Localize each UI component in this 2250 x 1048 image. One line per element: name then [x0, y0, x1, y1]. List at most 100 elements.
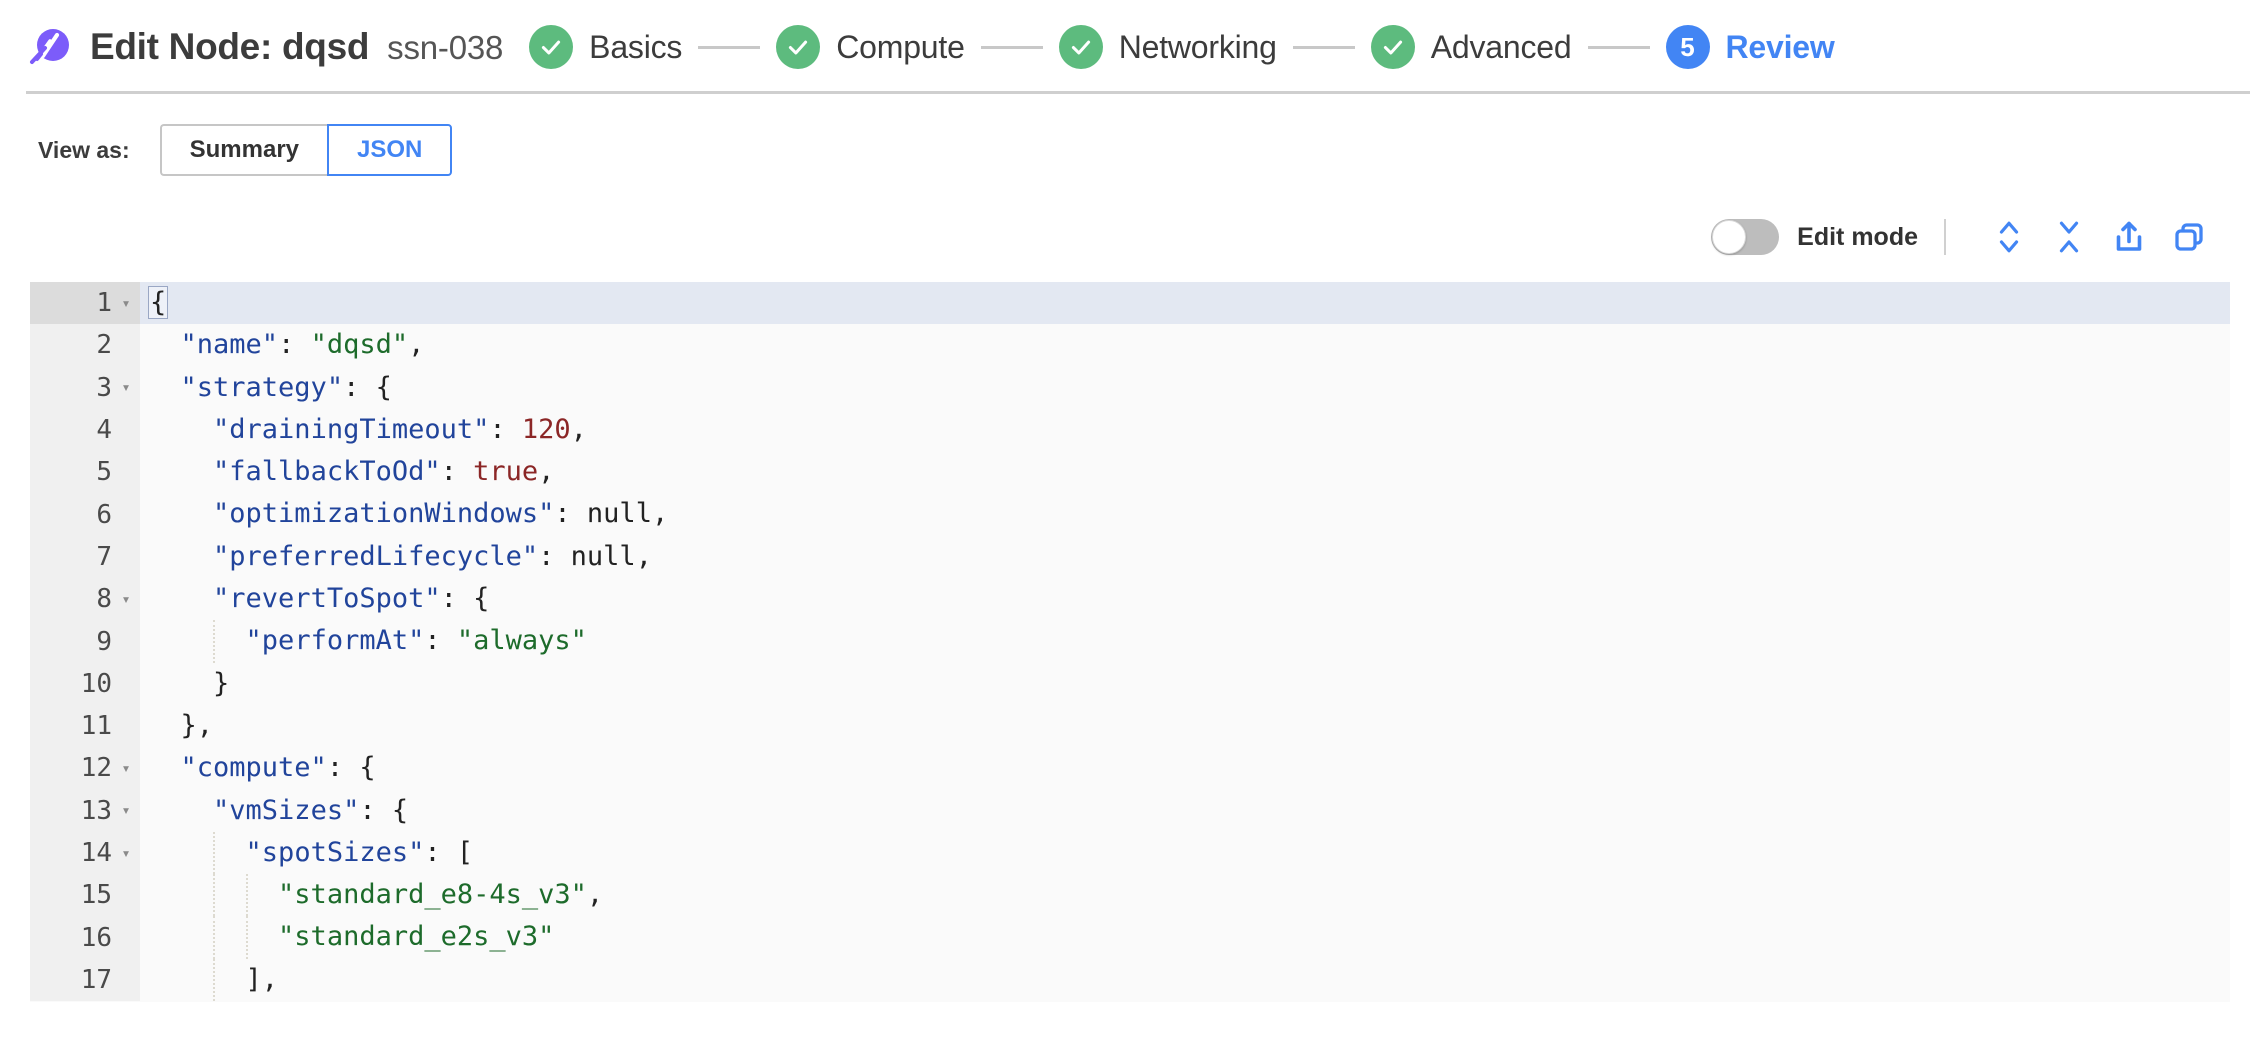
code-text[interactable]: "revertToSpot": {	[140, 578, 2230, 621]
line-gutter: 1▾	[30, 282, 140, 325]
code-line[interactable]: 16▾ "standard_e2s_v3"	[30, 916, 2230, 959]
code-line[interactable]: 7▾ "preferredLifecycle": null,	[30, 535, 2230, 579]
step-basics-label: Basics	[589, 28, 683, 65]
node-id: ssn-038	[387, 29, 504, 66]
check-icon	[1071, 40, 1090, 55]
code-line[interactable]: 8 ▾ "revertToSpot": {	[30, 578, 2230, 621]
fold-arrow-icon[interactable]: ▾	[121, 589, 131, 608]
code-text[interactable]: },	[140, 704, 2230, 748]
line-number: 3	[96, 372, 112, 403]
step-connector	[698, 45, 761, 49]
code-text[interactable]: ],	[140, 958, 2230, 1002]
step-basics-circle	[529, 25, 574, 69]
code-text[interactable]: "drainingTimeout": 120,	[140, 408, 2230, 452]
code-line[interactable]: 3▾ "strategy": {	[30, 366, 2230, 409]
code-line[interactable]: 6▾ "optimizationWindows": null,	[30, 493, 2230, 536]
indent-guide	[245, 874, 248, 917]
editor-toolbar: Edit mode	[0, 176, 2250, 260]
header-title-group: Edit Node: dqsd ssn-038	[26, 24, 503, 70]
expand-all-icon[interactable]	[1986, 214, 2032, 260]
indent-guide	[213, 620, 215, 663]
line-gutter: 13 ▾	[30, 789, 140, 832]
code-text[interactable]: {	[140, 282, 2230, 325]
code-text[interactable]: "vmSizes": {	[140, 789, 2230, 832]
line-number: 17	[80, 964, 112, 995]
code-line[interactable]: 5▾ "fallbackToOd": true,	[30, 451, 2230, 494]
line-number: 9	[96, 626, 112, 657]
code-line[interactable]: 15▾ "standard_e8-4s_v3",	[30, 874, 2230, 917]
line-number: 8	[96, 584, 112, 615]
line-gutter: 14 ▾	[30, 831, 140, 875]
line-gutter: 3▾	[30, 366, 140, 409]
code-line[interactable]: 13 ▾ "vmSizes": {	[30, 789, 2230, 832]
copy-icon[interactable]	[2166, 214, 2212, 260]
fold-arrow-icon[interactable]: ▾	[121, 758, 131, 777]
line-number: 11	[80, 711, 112, 742]
edit-mode-toggle[interactable]	[1711, 219, 1780, 255]
line-gutter: 7▾	[30, 535, 140, 579]
code-line[interactable]: 4▾ "drainingTimeout": 120,	[30, 408, 2230, 452]
step-connector	[980, 45, 1043, 49]
export-icon[interactable]	[2106, 214, 2152, 260]
line-gutter: 4▾	[30, 408, 140, 452]
code-text[interactable]: "compute": {	[140, 747, 2230, 790]
code-line[interactable]: 14 ▾ "spotSizes": [	[30, 831, 2230, 875]
code-line[interactable]: 11▾ },	[30, 704, 2230, 748]
edit-mode-label: Edit mode	[1797, 222, 1918, 251]
line-gutter: 9▾	[30, 620, 140, 663]
edit-mode-toggle-knob	[1712, 220, 1747, 254]
json-code-editor[interactable]: 1▾{2▾ "name": "dqsd",3▾ "strategy": {4▾ …	[30, 282, 2230, 1002]
code-text[interactable]: "strategy": {	[140, 366, 2230, 409]
collapse-all-icon[interactable]	[2046, 214, 2092, 260]
step-review-circle: 5	[1665, 25, 1710, 69]
code-text[interactable]: }	[140, 662, 2230, 705]
code-text[interactable]: "spotSizes": [	[140, 831, 2230, 875]
fold-arrow-icon[interactable]: ▾	[121, 378, 131, 397]
line-number: 13	[80, 795, 112, 826]
code-line[interactable]: 2▾ "name": "dqsd",	[30, 324, 2230, 367]
header-divider	[26, 91, 2250, 94]
fold-arrow-icon[interactable]: ▾	[121, 801, 131, 820]
step-review[interactable]: 5 Review	[1665, 25, 1835, 69]
spot-comet-logo	[26, 24, 72, 70]
step-review-number: 5	[1680, 32, 1695, 62]
view-as-bar: View as: Summary JSON	[0, 94, 2250, 176]
code-line[interactable]: 17▾ ],	[30, 958, 2230, 1002]
line-number: 12	[80, 753, 112, 784]
indent-guide	[213, 831, 215, 875]
code-text[interactable]: "fallbackToOd": true,	[140, 451, 2230, 494]
view-as-segmented-control[interactable]: Summary JSON	[159, 124, 453, 176]
code-line[interactable]: 12 ▾ "compute": {	[30, 747, 2230, 790]
fold-arrow-icon[interactable]: ▾	[121, 293, 131, 312]
code-line[interactable]: 9▾ "performAt": "always"	[30, 620, 2230, 663]
fold-arrow-icon[interactable]: ▾	[121, 843, 131, 862]
step-basics[interactable]: Basics	[529, 25, 682, 69]
code-text[interactable]: "standard_e2s_v3"	[140, 916, 2230, 959]
step-networking[interactable]: Networking	[1058, 25, 1277, 69]
code-text[interactable]: "standard_e8-4s_v3",	[140, 874, 2230, 917]
line-number: 14	[80, 838, 112, 868]
step-review-label: Review	[1725, 28, 1835, 65]
code-text[interactable]: "preferredLifecycle": null,	[140, 535, 2230, 579]
line-number: 4	[96, 415, 112, 446]
toolbar-divider	[1944, 219, 1946, 255]
view-as-summary-button[interactable]: Summary	[159, 124, 328, 176]
view-as-json-button[interactable]: JSON	[327, 124, 453, 176]
step-advanced[interactable]: Advanced	[1370, 25, 1572, 69]
wizard-stepper: Basics Compute Networking	[529, 25, 1835, 69]
code-line[interactable]: 1▾{	[30, 282, 2230, 325]
indent-guide	[213, 874, 215, 917]
line-gutter: 11▾	[30, 704, 140, 748]
code-text[interactable]: "performAt": "always"	[140, 620, 2230, 663]
line-gutter: 12 ▾	[30, 747, 140, 790]
step-compute-label: Compute	[836, 28, 965, 65]
indent-guide	[213, 916, 215, 959]
title-wrap: Edit Node: dqsd ssn-038	[90, 26, 503, 68]
code-text[interactable]: "optimizationWindows": null,	[140, 493, 2230, 536]
step-connector	[1587, 45, 1650, 49]
step-compute[interactable]: Compute	[776, 25, 965, 69]
line-number: 5	[96, 457, 112, 488]
code-line[interactable]: 10▾ }	[30, 662, 2230, 705]
step-advanced-circle	[1370, 25, 1415, 69]
code-text[interactable]: "name": "dqsd",	[140, 324, 2230, 367]
